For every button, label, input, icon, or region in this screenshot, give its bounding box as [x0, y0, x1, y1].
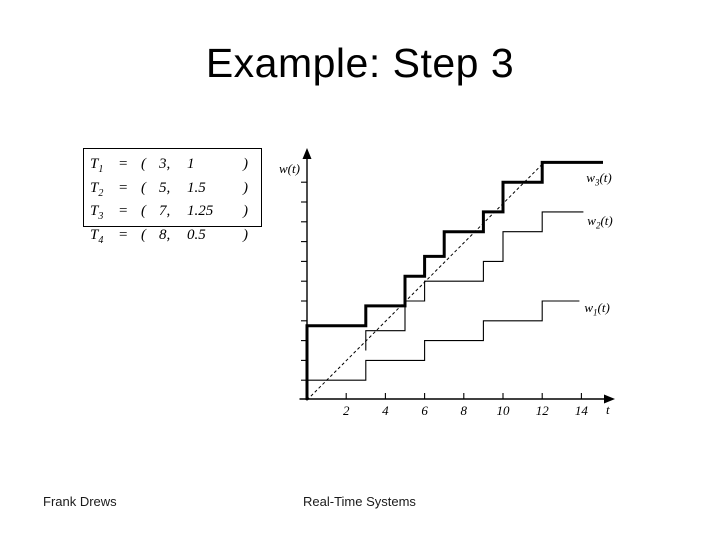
- x-axis-label: t: [606, 402, 610, 417]
- equals-sign: =: [119, 179, 128, 196]
- open-paren: (: [141, 226, 146, 243]
- task-exec-time: 1: [187, 156, 195, 172]
- w2-curve-label: w2(t): [587, 212, 613, 231]
- footer-author: Frank Drews: [43, 494, 117, 509]
- task-row-1: T1 = (3, 1): [83, 156, 263, 178]
- w1-curve: [307, 300, 580, 381]
- x-tick-label-12: 12: [535, 403, 549, 418]
- task-row-3: T3 = (7, 1.25): [83, 203, 263, 225]
- w3-curve-label: w3(t): [586, 170, 612, 188]
- open-paren: (: [141, 203, 146, 219]
- task-row-2: T2 = (5, 1.5): [83, 180, 263, 202]
- task-name: T2: [90, 179, 104, 199]
- equals-sign: =: [119, 226, 128, 243]
- w1-curve-label: w1(t): [584, 300, 610, 318]
- task-table-box: [83, 148, 262, 227]
- footer-course: Real-Time Systems: [303, 494, 416, 509]
- y-axis-arrow: [302, 148, 312, 159]
- w3-curve: [305, 160, 603, 400]
- x-tick-label-2: 2: [342, 403, 350, 418]
- close-paren: ): [243, 203, 248, 219]
- task-exec-time: 1.25: [187, 203, 214, 219]
- task-exec-time: 1.5: [187, 179, 206, 196]
- equals-sign: =: [119, 203, 128, 219]
- task-period: 7,: [159, 203, 171, 219]
- close-paren: ): [243, 156, 248, 172]
- task-period: 8,: [159, 226, 171, 243]
- task-name: T4: [90, 226, 104, 246]
- open-paren: (: [141, 156, 146, 172]
- task-period: 3,: [159, 156, 171, 172]
- x-axis-arrow: [604, 394, 615, 404]
- task-row-4: T4 = (8, 0.5): [83, 227, 263, 249]
- equals-sign: =: [119, 156, 128, 172]
- close-paren: ): [243, 226, 248, 243]
- task-period: 5,: [159, 179, 171, 196]
- task-exec-time: 0.5: [187, 226, 206, 243]
- open-paren: (: [141, 179, 146, 196]
- x-tick-label-8: 8: [460, 403, 468, 418]
- w2-curve: [365, 211, 584, 351]
- x-tick-label-14: 14: [574, 403, 588, 418]
- close-paren: ): [243, 179, 248, 196]
- x-tick-label-4: 4: [382, 403, 389, 418]
- task-name: T3: [90, 203, 104, 222]
- task-name: T1: [90, 156, 104, 175]
- x-tick-label-6: 6: [421, 403, 428, 418]
- reference-line-dashed: [306, 161, 546, 401]
- x-tick-label-10: 10: [496, 403, 510, 418]
- y-axis-label: w(t): [279, 161, 300, 176]
- page-title: Example: Step 3: [205, 40, 515, 86]
